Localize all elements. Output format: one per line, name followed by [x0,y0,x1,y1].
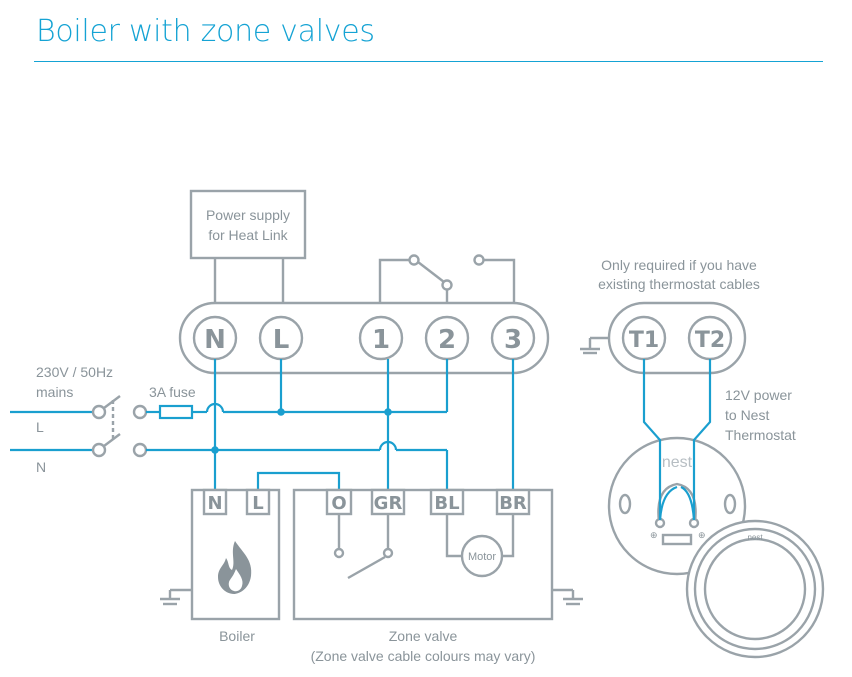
terminal-1 [358,315,404,361]
zone-valve-note: (Zone valve cable colours may vary) [311,648,536,664]
live-label: L [36,419,44,435]
terminal-l-label: L [273,325,290,355]
power12-line1: 12V power [725,387,792,403]
zone-terminal-br-label: BR [499,493,527,514]
boiler-terminal-n [202,488,228,516]
terminal-t1-label: T1 [629,328,659,353]
neutral-label: N [36,459,46,475]
zone-terminal-o-label: O [331,493,346,514]
base-screw-icon-1: ⊕ [650,530,658,540]
nest-base-plate: nest ⊕ ⊕ [607,359,747,576]
base-screw-icon-2: ⊕ [698,530,706,540]
nest-thermostat-logo: nest [747,533,763,542]
zone-terminal-br [495,488,531,516]
power-supply-box: Power supply for Heat Link [189,189,307,303]
nest-thermostat: nest [685,519,825,659]
mains-wiring [10,359,515,490]
motor-label: Motor [468,551,496,563]
terminal-2-label: 2 [438,325,456,355]
flame-icon [218,541,252,594]
power12-line3: Thermostat [725,427,796,443]
terminal-1-label: 1 [372,325,390,355]
terminal-t2-label: T2 [695,328,725,353]
boiler-label: Boiler [219,628,255,644]
boiler: N L Boiler [160,488,281,644]
only-required-line1: Only required if you have [601,257,757,273]
power12-line2: to Nest [725,407,769,423]
psu-label-line1: Power supply [206,207,290,223]
nest-base-logo: nest [662,454,693,471]
page-title: Boiler with zone valves [36,14,375,49]
title-divider [34,61,823,62]
fuse-label: 3A fuse [149,384,196,400]
mains-label-line1: 230V / 50Hz [36,364,113,380]
heat-link-terminal-strip: N L 1 2 3 [178,301,550,375]
thermostat-terminal-strip: T1 T2 [580,301,747,375]
relay-switch [378,254,516,303]
terminal-3-label: 3 [504,325,522,355]
zone-terminal-o [325,488,353,516]
only-required-line2: existing thermostat cables [598,276,760,292]
motor-icon [460,534,504,578]
boiler-terminal-l-label: L [252,493,263,514]
zone-terminal-gr-label: GR [374,493,403,514]
zone-terminal-bl-label: BL [434,493,459,514]
zone-valve: O GR BL BR Motor Zone valve (Zone valve … [292,488,583,664]
terminal-n-label: N [204,325,226,355]
psu-label-line2: for Heat Link [208,227,288,243]
zone-valve-label: Zone valve [389,628,458,644]
boiler-terminal-l [245,488,271,516]
mains-label-line2: mains [36,384,73,400]
boiler-terminal-n-label: N [207,493,222,514]
